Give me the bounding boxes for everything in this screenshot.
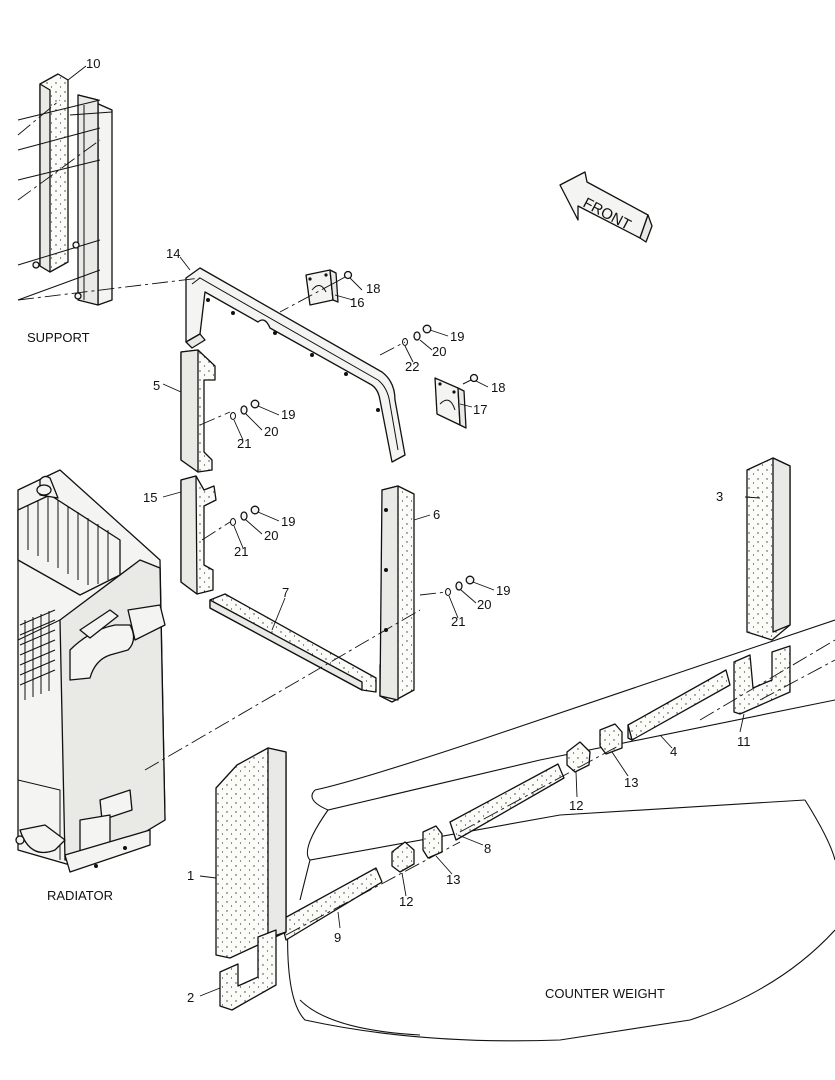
callout-17: 17 [473, 402, 487, 417]
support-group-label: SUPPORT [27, 330, 90, 345]
radiator-assembly: RADIATOR [15, 469, 166, 903]
callout-20b: 20 [264, 424, 278, 439]
bracket-plate-16 [305, 269, 339, 306]
callout-20d: 20 [477, 597, 491, 612]
callout-5: 5 [153, 378, 160, 393]
counter-weight-assembly: COUNTER WEIGHT [287, 619, 835, 1042]
callout-15: 15 [143, 490, 157, 505]
front-direction-arrow: FRONT [559, 171, 653, 243]
callout-8: 8 [484, 841, 491, 856]
side-seal-6 [379, 485, 415, 703]
callout-13a: 13 [624, 775, 638, 790]
side-seal-5 [180, 349, 216, 473]
callout-16: 16 [350, 295, 364, 310]
callout-18b: 18 [491, 380, 505, 395]
callout-12b: 12 [399, 894, 413, 909]
callout-20c: 20 [264, 528, 278, 543]
foam-pad-2 [219, 929, 277, 1011]
callout-3: 3 [716, 489, 723, 504]
callout-21b: 21 [234, 544, 248, 559]
callout-19c: 19 [281, 514, 295, 529]
foam-block-13a [599, 723, 623, 755]
callout-13b: 13 [446, 872, 460, 887]
foam-pad-11 [733, 645, 791, 715]
callout-18a: 18 [366, 281, 380, 296]
foam-block-12a [566, 741, 591, 773]
callout-10: 10 [86, 56, 100, 71]
callout-12a: 12 [569, 798, 583, 813]
callout-21a: 21 [237, 436, 251, 451]
callout-21c: 21 [451, 614, 465, 629]
counter-weight-group-label: COUNTER WEIGHT [545, 986, 665, 1001]
callout-1: 1 [187, 868, 194, 883]
callout-4: 4 [670, 744, 677, 759]
callout-7: 7 [282, 585, 289, 600]
callout-11: 11 [737, 734, 751, 749]
callout-20a: 20 [432, 344, 446, 359]
callout-leaders [67, 65, 761, 997]
side-seal-15 [180, 475, 217, 595]
radiator-group-label: RADIATOR [47, 888, 113, 903]
bottom-seal-7 [209, 593, 377, 693]
foam-pad-1 [215, 747, 287, 959]
callout-19d: 19 [496, 583, 510, 598]
callout-2: 2 [187, 990, 194, 1005]
foam-strip-8 [449, 763, 565, 841]
foam-pad-3 [746, 457, 791, 641]
foam-strip-4 [627, 669, 731, 741]
foam-block-12b [391, 841, 415, 873]
support-assembly: SUPPORT [17, 73, 113, 345]
callout-labels: 10 14 5 15 6 7 3 1 2 11 4 13 12 8 13 12 … [86, 56, 751, 1005]
callout-6: 6 [433, 507, 440, 522]
frame-seal-14 [185, 267, 406, 463]
bracket-plate-17 [434, 377, 467, 429]
callout-19a: 19 [450, 329, 464, 344]
callout-9: 9 [334, 930, 341, 945]
assembly-phantom-lines [17, 99, 835, 936]
callout-14: 14 [166, 246, 180, 261]
bolt-set [230, 270, 479, 596]
callout-19b: 19 [281, 407, 295, 422]
callout-22: 22 [405, 359, 419, 374]
